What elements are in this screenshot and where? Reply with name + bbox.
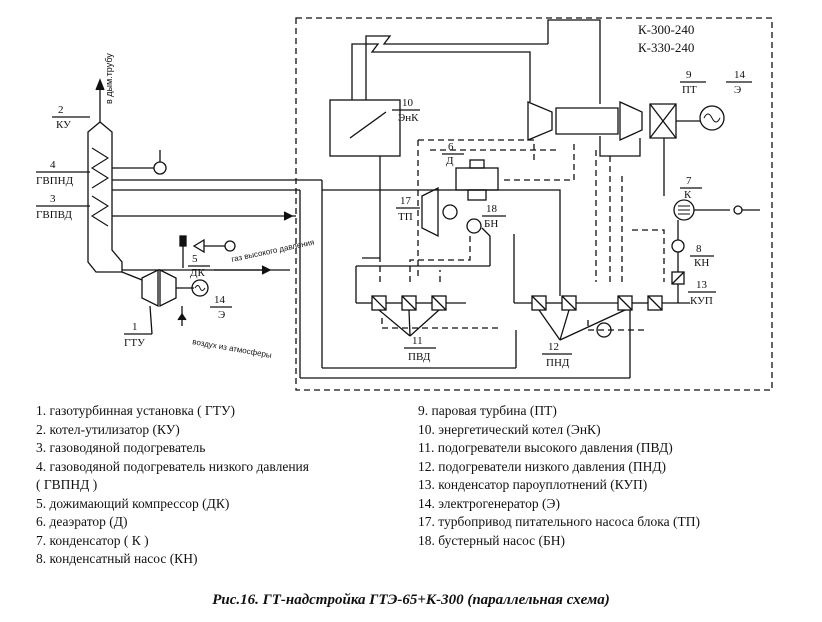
turbo-pump-drive <box>421 186 439 238</box>
legend-item: 9. паровая турбина (ПТ) <box>418 403 557 418</box>
label-7: 7 <box>686 175 692 187</box>
label-tp: ТП <box>398 211 413 223</box>
label-enk: ЭнК <box>398 112 419 124</box>
legend-left: 1. газотурбинная установка ( ГТУ) 2. кот… <box>36 402 309 569</box>
label-13: 13 <box>696 279 708 291</box>
label-12: 12 <box>548 341 559 353</box>
legend-item: ( ГВПНД ) <box>36 477 98 492</box>
gas-supply-label: газ высокого давления <box>231 238 316 264</box>
label-1: 1 <box>132 321 138 333</box>
legend-item: 18. бустерный насос (БН) <box>418 532 566 548</box>
legend-item: 17. турбопривод питательного насоса блок… <box>418 514 700 529</box>
label-5: 5 <box>192 253 198 265</box>
label-gvpvd: ГВПВД <box>36 209 73 221</box>
label-pt: ПТ <box>682 84 697 96</box>
label-3: 3 <box>50 193 56 205</box>
label-pnd: ПНД <box>546 357 570 369</box>
drain-pump-symbol <box>596 322 612 338</box>
label-kn: КН <box>694 257 709 269</box>
label-11: 11 <box>412 335 423 347</box>
label-e-b: Э <box>734 84 741 96</box>
label-6: 6 <box>448 141 454 153</box>
condensate-pump-symbol <box>671 239 685 253</box>
legend-item: 4. газоводяной подогреватель низкого дав… <box>36 458 309 474</box>
label-d: Д <box>446 155 454 167</box>
legend-right: 9. паровая турбина (ПТ) 10. энергетическ… <box>418 402 700 550</box>
legend-item: 8. конденсатный насос (КН) <box>36 551 198 566</box>
label-e-a: Э <box>218 309 225 321</box>
booster-compressor-symbol <box>192 238 205 254</box>
label-k: К <box>684 189 692 201</box>
recirc-pump-symbol <box>153 161 167 175</box>
legend-item: 11. подогреватели высокого давления (ПВД… <box>418 440 673 455</box>
label-ku: КУ <box>56 119 71 131</box>
gas-turbine <box>121 268 194 308</box>
model-label-1: К-300-240 <box>638 22 694 37</box>
hp-heaters <box>371 295 447 311</box>
legend-item: 13. конденсатор пароуплотнений (КУП) <box>418 477 648 492</box>
label-8: 8 <box>696 243 702 255</box>
legend-item: 1. газотурбинная установка ( ГТУ) <box>36 403 236 418</box>
label-pvd: ПВД <box>408 351 431 363</box>
steam-unit-boundary <box>295 17 773 391</box>
label-17: 17 <box>400 195 412 207</box>
main-generator-symbol <box>699 105 725 131</box>
model-label-2: К-330-240 <box>638 40 694 55</box>
label-14a: 14 <box>214 294 226 306</box>
legend-item: 14. электрогенератор (Э) <box>418 495 560 511</box>
chimney-label: в дым.трубу <box>104 53 114 104</box>
air-label: воздух из атмосферы <box>192 337 273 360</box>
legend-item: 7. конденсатор ( К ) <box>36 532 149 548</box>
label-gtu: ГТУ <box>124 337 145 349</box>
label-10: 10 <box>402 97 414 109</box>
legend-item: 3. газоводяной подогреватель <box>36 440 206 455</box>
waste-heat-boiler <box>87 78 123 273</box>
label-dk: ДК <box>190 267 206 279</box>
legend-item: 2. котел-утилизатор (КУ) <box>36 421 180 437</box>
figure-caption: Рис.16. ГТ-надстройка ГТЭ-65+К-300 (пара… <box>212 592 610 608</box>
label-kup: КУП <box>690 295 713 307</box>
label-18: 18 <box>486 203 498 215</box>
energy-boiler <box>329 99 401 157</box>
label-2: 2 <box>58 104 64 116</box>
gtu-generator-symbol <box>191 279 209 297</box>
label-gvpnd: ГВПНД <box>36 175 74 187</box>
legend-item: 6. деаэратор (Д) <box>36 514 128 529</box>
label-9: 9 <box>686 69 692 81</box>
legend-item: 5. дожимающий компрессор (ДК) <box>36 495 230 511</box>
extraction-lines <box>379 139 665 331</box>
feed-pump-symbol <box>442 204 458 220</box>
label-4: 4 <box>50 159 56 171</box>
deaerator <box>455 167 499 191</box>
steam-turbine <box>527 100 700 142</box>
legend-item: 12. подогреватели низкого давления (ПНД) <box>418 458 667 474</box>
legend-item: 10. энергетический котел (ЭнК) <box>418 421 601 437</box>
label-bn: БН <box>484 218 498 230</box>
dk-valve <box>179 235 187 247</box>
booster-pump-symbol <box>466 218 482 234</box>
label-14b: 14 <box>734 69 746 81</box>
scheme-diagram: К-300-240 К-330-240 в дым.трубу 2 КУ 4 Г… <box>36 17 773 391</box>
